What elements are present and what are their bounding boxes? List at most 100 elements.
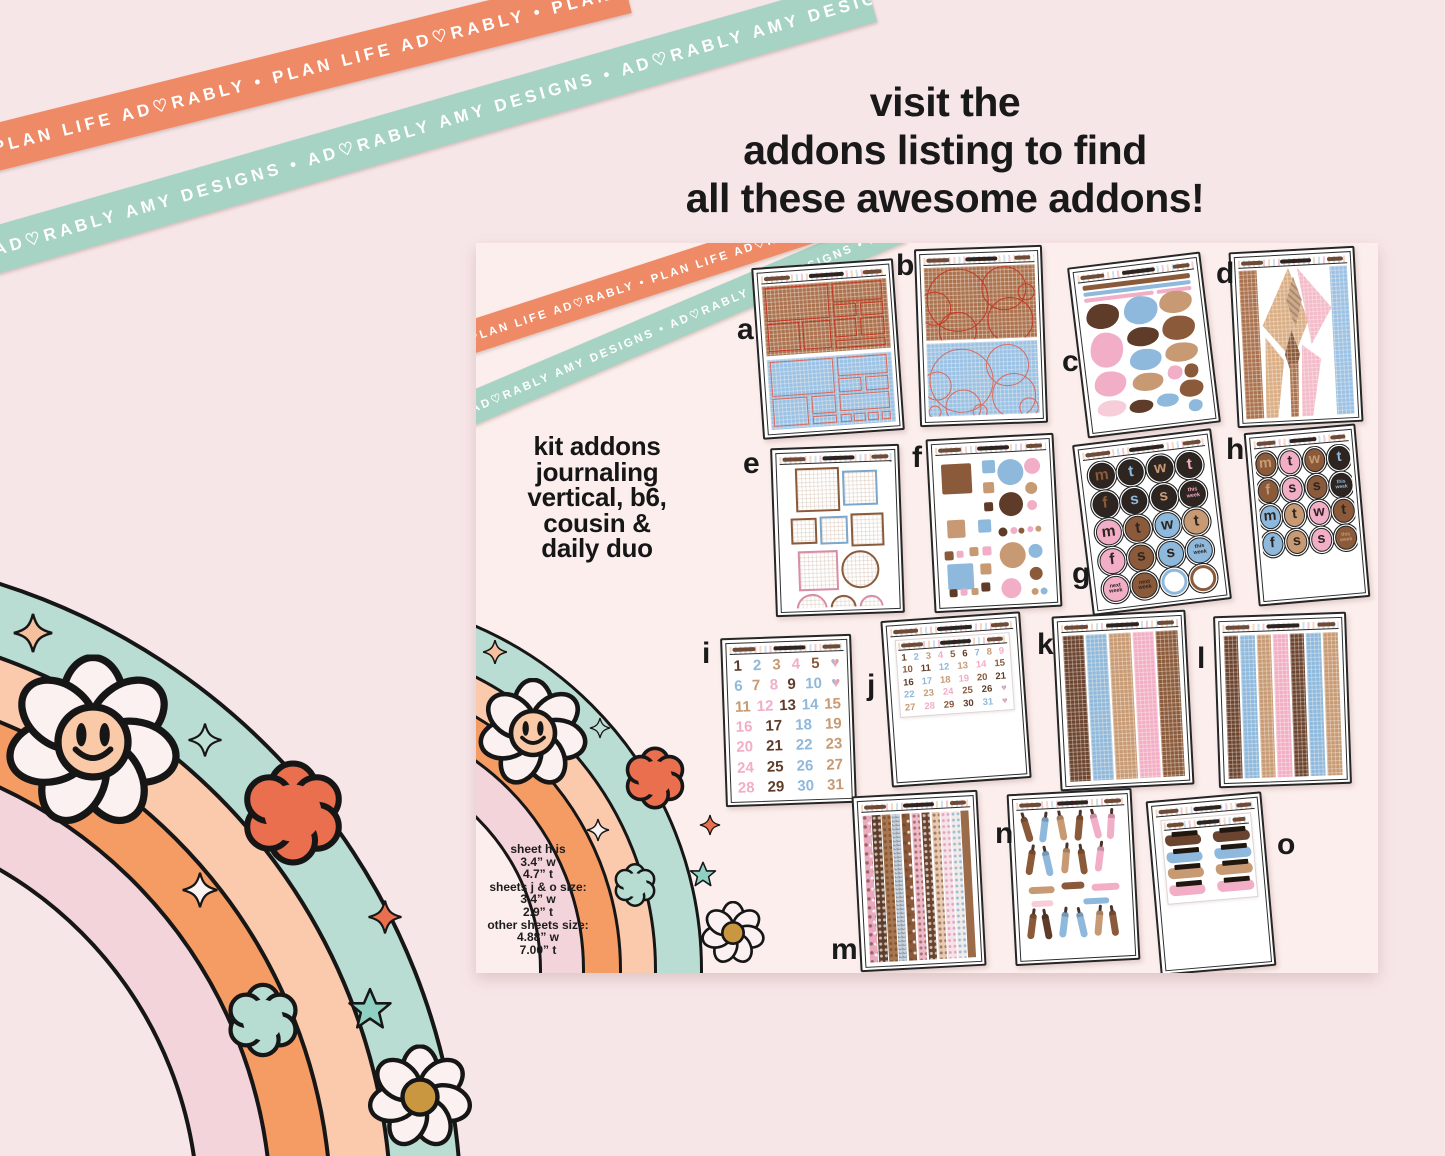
date-number-sticker: 23	[923, 687, 935, 700]
date-number-sticker: 31	[826, 775, 845, 794]
header-mark	[925, 258, 949, 263]
scribble-sticker	[1128, 398, 1155, 415]
date-number-sticker: 28	[737, 779, 755, 797]
circle-frame-sticker	[859, 594, 885, 609]
daycover-sticker: s	[1305, 473, 1329, 500]
pen-sticker	[1026, 907, 1038, 940]
sheet-inner	[856, 794, 982, 968]
scribble-sticker	[1031, 900, 1054, 908]
scribble-sticker	[1160, 313, 1197, 342]
header-mark	[863, 269, 883, 275]
header-mark	[1255, 440, 1276, 446]
daycover-sticker: s	[1126, 542, 1156, 572]
grid-box	[769, 357, 835, 397]
square-frame-sticker	[797, 549, 840, 591]
grid-box	[853, 412, 866, 422]
header-mark	[1193, 804, 1222, 812]
header-mark	[937, 447, 961, 453]
daycover-sticker: m	[1253, 451, 1278, 478]
circle-sticker	[1031, 587, 1040, 595]
pen-band	[1055, 813, 1064, 821]
grid-box	[881, 410, 891, 420]
scribble-sticker	[1096, 399, 1128, 419]
sheet-content	[760, 277, 896, 431]
pen-sticker	[1077, 842, 1089, 875]
date-number-sticker: 21	[995, 669, 1007, 682]
date-number-sticker: 15	[994, 657, 1006, 670]
date-number-sticker: ♥	[1000, 682, 1008, 694]
circle-sticker	[1009, 526, 1018, 535]
date-number-sticker: 19	[958, 672, 970, 685]
grid-box	[840, 413, 852, 423]
flower6-icon	[238, 758, 348, 868]
square-sticker	[947, 562, 975, 591]
pen-sticker	[1041, 908, 1054, 941]
grid-box	[772, 396, 810, 427]
date-number-sticker: 28	[923, 699, 936, 712]
pen-sticker	[1025, 843, 1037, 876]
headline: visit the addons listing to find all the…	[600, 78, 1290, 222]
sheet-label-m: m	[831, 933, 858, 966]
pen-band	[1028, 849, 1037, 856]
scribble-sticker	[1060, 881, 1085, 890]
swatch-sticker	[1212, 825, 1250, 843]
daycover-sticker: s	[1280, 475, 1304, 502]
swatch-block	[1159, 811, 1258, 905]
sheet-label-j: j	[867, 669, 876, 702]
header-mark	[822, 644, 840, 649]
daycover-sticker: this week	[1178, 478, 1208, 508]
size-text-line: 2.9” t	[522, 904, 553, 919]
pen-sticker	[1089, 807, 1103, 840]
grid-box	[837, 377, 863, 393]
date-number-sticker: ♥	[830, 654, 840, 672]
daycover-sticker: s	[1309, 526, 1334, 553]
header-mark	[822, 455, 855, 461]
square-frame-sticker	[850, 511, 885, 547]
sheet-content	[779, 463, 896, 609]
date-number-sticker: 26	[981, 683, 993, 696]
sticker-sheet-a	[751, 258, 905, 440]
date-number-sticker: 4	[937, 649, 944, 661]
daycover-sticker: t	[1327, 445, 1351, 471]
daycover-sticker: f	[1090, 489, 1120, 519]
grid-box	[767, 322, 801, 353]
washi-strip-sticker	[1322, 631, 1343, 775]
date-number-sticker: 18	[939, 673, 952, 686]
sheet-label-i: i	[702, 637, 711, 670]
pen-band	[1108, 909, 1117, 917]
scribble-sticker	[1093, 369, 1128, 399]
circle-frame-sticker	[830, 594, 858, 609]
size-text-line: 4.88” w	[516, 930, 560, 945]
swatch-sticker	[1165, 846, 1203, 864]
kit-text-line: daily duo	[541, 533, 653, 563]
sparkle-icon	[482, 639, 508, 665]
header-mark	[763, 275, 790, 282]
washi-strips	[1222, 631, 1343, 780]
sheet-label-g: g	[1072, 557, 1091, 590]
daycover-sticker: m	[1087, 461, 1117, 491]
daycover-sticker: this week	[1334, 524, 1358, 551]
header-mark	[1317, 622, 1335, 627]
date-number-sticker: 29	[767, 778, 785, 796]
pen-sticker	[1019, 811, 1035, 843]
header-mark	[1105, 621, 1140, 629]
size-text-line: 4.7” t	[522, 867, 553, 882]
size-text-line: sheet h is	[510, 842, 566, 856]
pen-band	[1062, 847, 1070, 853]
date-number-sticker: 18	[794, 716, 813, 734]
sheet-label-k: k	[1037, 628, 1054, 661]
date-number-sticker: 4	[791, 655, 801, 673]
sheet-content	[1078, 271, 1212, 429]
sheet-label-h: h	[1226, 433, 1245, 466]
flower6-icon	[612, 862, 658, 908]
circle-frame-sticker	[840, 549, 880, 589]
square-sticker	[981, 545, 992, 556]
pen-band	[1075, 911, 1084, 919]
sticker-sheet-l	[1213, 611, 1352, 789]
sheet-label-n: n	[995, 817, 1014, 850]
grid-box	[811, 394, 837, 414]
header-mark	[902, 801, 934, 808]
